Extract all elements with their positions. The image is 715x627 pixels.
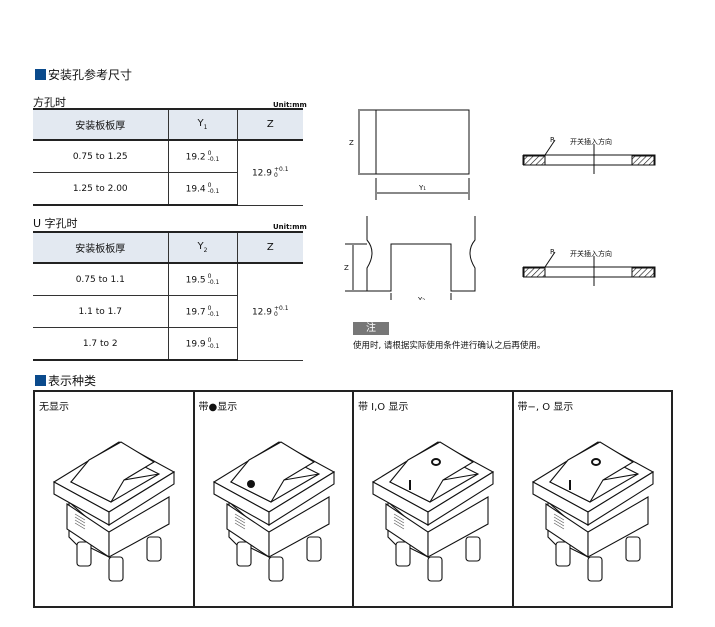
thickness-cell: 0.75 to 1.1 [33,263,168,296]
unit-label: Unit:mm [273,101,307,109]
r-label: R [550,136,555,144]
panel-label: 带 I,O 显示 [358,402,409,413]
header-z: Z [236,108,303,141]
thickness-cell: 1.1 to 1.7 [33,295,168,328]
display-types-title: 表示种类 [35,372,96,389]
rocker-switch-icon [49,432,179,582]
panel-io-display: 带 I,O 显示 [352,392,512,606]
section-marker-icon [35,375,46,386]
rocker-switch-dot-icon [209,432,339,582]
r-label: R [550,248,555,256]
note-text: 使用时, 请根据实际使用条件进行确认之后再使用。 [353,341,546,351]
header-z: Z [236,231,303,264]
section-marker-icon [35,69,46,80]
z-label: Z [349,139,354,147]
panel-dash-o-display: 带−, O 显示 [511,392,672,606]
unit-label: Unit:mm [273,223,307,231]
u-hole-title: U 字孔时 [33,217,78,230]
insert-direction-label: 开关插入方向 [570,249,612,258]
rocker-switch-dash-o-icon [528,432,658,582]
rocker-switch-io-icon [368,432,498,582]
panel-no-display: 无显示 [35,392,193,606]
thickness-cell: 1.7 to 2 [33,327,168,361]
thickness-cell: 1.25 to 2.00 [33,172,168,206]
thickness-cell: 0.75 to 1.25 [33,140,168,173]
header-y2: Y2 [167,231,237,264]
u-hole-drawing [345,216,656,300]
mount-hole-section-title: 安装孔参考尺寸 [35,66,132,83]
y2-label: Y₂ [417,296,425,300]
header-thickness: 安装板板厚 [33,108,168,141]
note-tag: 注 [353,322,389,335]
mount-hole-diagram: Z Y₁ Z Y₂ R 开关插入方向 R 开关插入方向 [344,109,656,300]
insert-direction-label: 开关插入方向 [570,137,612,146]
z-label: Z [344,264,349,272]
display-types-panels: 无显示 带●显示 带 I,O 显示 带−, O 显示 [33,390,673,608]
square-hole-drawing [358,109,656,200]
y1-label: Y₁ [418,184,426,192]
square-hole-title: 方孔时 [33,96,66,109]
panel-label: 带●显示 [198,402,238,413]
panel-label: 无显示 [39,402,69,413]
header-y1: Y1 [167,108,237,141]
panel-label: 带−, O 显示 [517,402,574,413]
section-title-text: 表示种类 [48,374,97,388]
panel-dot-display: 带●显示 [192,392,353,606]
header-thickness: 安装板板厚 [33,231,168,264]
section-title-text: 安装孔参考尺寸 [48,68,133,82]
